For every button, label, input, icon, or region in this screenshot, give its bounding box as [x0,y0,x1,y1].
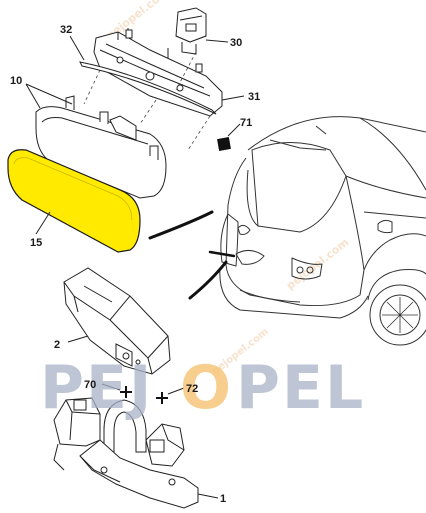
part-32-handle-bracket [93,28,223,117]
part-30-switch [175,7,207,55]
callout-70: 70 [84,379,96,391]
callout-labels: 32 30 10 31 71 15 2 70 72 1 [10,24,260,505]
part-2-lock-housing [63,267,171,375]
leader-70 [101,383,121,391]
leader-15 [35,211,51,235]
leader-10-group [25,83,73,109]
callout-71: 71 [240,117,252,129]
part-1-latch [53,397,199,509]
leader-swoosh-lower [188,260,228,300]
watermark-logo-right: PEL [236,353,365,423]
watermark-logo-left: PEJ [40,353,153,423]
leader-32 [69,35,85,61]
callout-10: 10 [10,75,22,87]
part-10-handle-body [35,95,167,199]
leader-swoosh-upper [148,210,214,240]
callout-15: 15 [30,237,42,249]
callout-72: 72 [186,383,198,395]
watermark-logo-o: O [180,353,233,423]
callout-2: 2 [54,339,60,351]
part-15-trim-highlighted [7,149,141,253]
leader-1 [197,493,219,499]
leader-31 [221,95,245,101]
part-31-gasket [79,61,217,115]
leader-30 [205,39,229,43]
part-71-clip [217,137,231,151]
callout-32: 32 [60,24,72,36]
alignment-dashed-lines [83,51,211,151]
fastener-72-icon [156,392,168,404]
callout-31: 31 [248,91,260,103]
fastener-70-icon [120,386,132,398]
callout-30: 30 [230,37,242,49]
leader-2 [67,335,89,343]
leader-72 [167,387,185,395]
leader-swoosh-mid [208,250,236,258]
watermark-logo: PEJ O PEL [40,353,365,423]
callout-1: 1 [220,493,226,505]
car-illustration [219,116,426,346]
leader-71 [227,123,241,137]
